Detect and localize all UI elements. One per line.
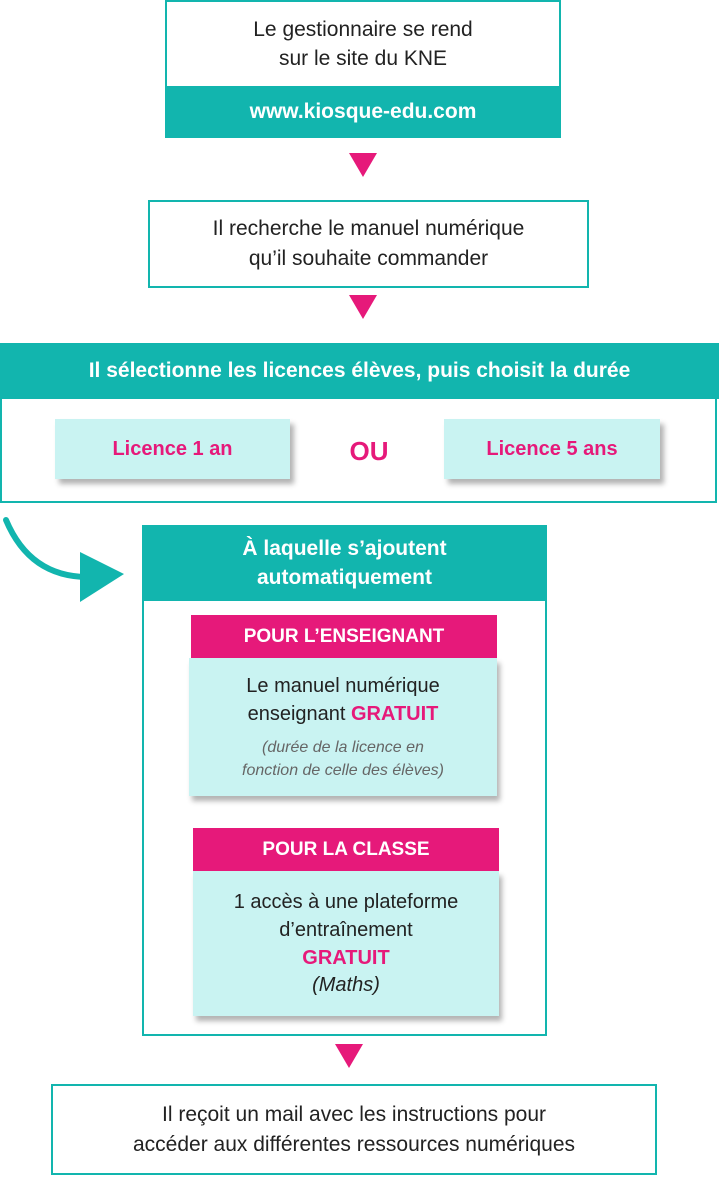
step5-line2: accéder aux différentes ressources numér… (132, 1132, 575, 1156)
down-arrow-icon (335, 1044, 363, 1068)
teacher-card: Le manuel numérique enseignant GRATUIT (… (189, 658, 497, 796)
class-card: 1 accès à une plateforme d’entraînement … (193, 871, 499, 1016)
step1-box: Le gestionnaire se rend sur le site du K… (165, 0, 561, 138)
curved-arrow-icon (3, 517, 124, 602)
teacher-line1: Le manuel numérique (246, 675, 440, 697)
step4-header-line2: automatiquement (256, 566, 432, 589)
class-label: POUR LA CLASSE (193, 828, 499, 871)
site-url: www.kiosque-edu.com (167, 86, 559, 138)
teacher-line2: enseignant GRATUIT (248, 700, 439, 728)
step4-header-line1: À laquelle s’ajoutent (242, 537, 447, 560)
step3-header: Il sélectionne les licences élèves, puis… (0, 343, 719, 399)
step1-text: Le gestionnaire se rend sur le site du K… (167, 2, 559, 86)
class-line2: d’entraînement (279, 919, 413, 941)
teacher-note-line2: fonction de celle des élèves) (242, 762, 444, 779)
down-arrow-icon (349, 295, 377, 319)
class-line1: 1 accès à une plateforme (233, 891, 459, 913)
teacher-note-line1: (durée de la licence en (262, 739, 424, 756)
step2-line2: qu’il souhaite commander (248, 247, 489, 270)
step2-box: Il recherche le manuel numérique qu’il s… (148, 200, 589, 288)
class-free-badge: GRATUIT (302, 947, 390, 969)
step5-line1: Il reçoit un mail avec les instructions … (162, 1102, 546, 1126)
teacher-free-badge: GRATUIT (351, 703, 439, 725)
step1-line1: Le gestionnaire se rend (253, 18, 473, 41)
step1-line2: sur le site du KNE (278, 47, 448, 70)
down-arrow-icon (349, 153, 377, 177)
or-label: OU (349, 435, 389, 466)
class-subject: (Maths) (312, 974, 380, 996)
step3-body (0, 399, 717, 503)
step5-box: Il reçoit un mail avec les instructions … (51, 1084, 657, 1175)
step4-header: À laquelle s’ajoutent automatiquement (142, 525, 547, 601)
licence-5-ans-option: Licence 5 ans (444, 419, 660, 479)
teacher-line2-prefix: enseignant (247, 703, 351, 725)
step2-line1: Il recherche le manuel numérique (212, 217, 525, 240)
teacher-label: POUR L’ENSEIGNANT (191, 615, 497, 658)
licence-1-an-option: Licence 1 an (55, 419, 290, 479)
